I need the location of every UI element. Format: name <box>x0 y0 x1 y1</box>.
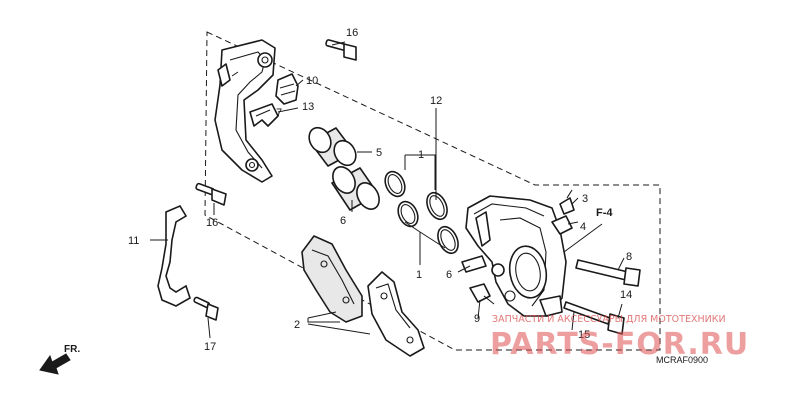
part-3-bleeder <box>559 189 575 215</box>
caliper-bracket <box>214 39 276 183</box>
callout-12: 12 <box>430 95 442 107</box>
callout-3: 3 <box>582 193 588 205</box>
callout-11: 11 <box>128 235 139 247</box>
callout-5: 5 <box>376 147 382 159</box>
watermark: ЗАПЧАСТИ И АКСЕССУАРЫ ДЛЯ МОТОТЕХНИКИ PA… <box>490 314 749 362</box>
callout-7: 7 <box>276 107 282 119</box>
callout-2: 2 <box>294 319 300 331</box>
part-13-retainer <box>249 103 279 127</box>
direction-label: FR. <box>64 344 80 355</box>
caliper-body <box>465 195 567 317</box>
part-8-pin-bolt <box>575 259 641 287</box>
assembly-boundary <box>204 31 661 351</box>
callout-10: 10 <box>306 75 318 87</box>
part-2-pad-rear <box>301 235 363 323</box>
part-17-bolt <box>193 296 219 321</box>
callouts: 16 10 7 13 12 5 1 6 16 1 6 3 4 F-4 8 9 1… <box>128 27 632 353</box>
part-16-bolt-lower <box>195 182 227 206</box>
watermark-tagline: ЗАПЧАСТИ И АКСЕССУАРЫ ДЛЯ МОТОТЕХНИКИ <box>492 314 726 325</box>
callout-15: 15 <box>578 329 590 341</box>
part-10-boot <box>275 73 299 105</box>
callout-16-lower: 16 <box>206 217 218 229</box>
diagram-code: MCRAF0900 <box>656 355 708 365</box>
callout-8: 8 <box>626 251 632 263</box>
part-2-pad-front <box>367 271 425 357</box>
callout-1-top: 1 <box>418 149 424 161</box>
callout-16-top: 16 <box>346 27 358 39</box>
part-4-cap <box>551 215 573 235</box>
callout-14: 14 <box>620 289 632 301</box>
callout-9: 9 <box>474 313 480 325</box>
part-5-piston-lower <box>331 166 380 211</box>
callout-17: 17 <box>204 341 216 353</box>
callout-4: 4 <box>580 221 586 233</box>
part-6-pin <box>461 255 487 273</box>
callout-6-right: 6 <box>446 269 452 281</box>
part-15-pin <box>563 301 625 335</box>
part-9-bolt <box>469 283 495 305</box>
forward-direction-indicator: FR. <box>39 344 80 375</box>
leader-lines <box>150 41 625 339</box>
part-1-seals <box>384 170 459 255</box>
part-16-bolt-top <box>325 39 357 61</box>
part-11-pad-spring <box>157 204 191 307</box>
watermark-brand: PARTS-FOR.RU <box>490 327 749 362</box>
arrow-down-left-icon <box>39 353 71 375</box>
callout-6-left: 6 <box>340 215 346 227</box>
callout-13: 13 <box>302 101 314 113</box>
callout-1-bottom: 1 <box>416 269 422 281</box>
part-5-piston-upper <box>308 126 357 167</box>
figure-reference: F-4 <box>596 207 613 219</box>
